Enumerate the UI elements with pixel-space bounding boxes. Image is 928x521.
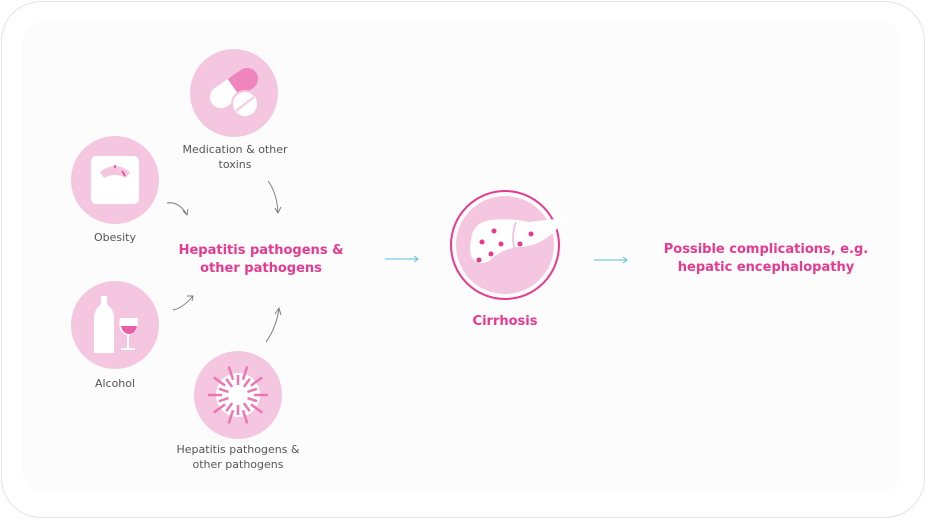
virus-spike (227, 409, 235, 424)
pills-icon (190, 49, 278, 137)
scale-icon (71, 136, 159, 224)
virus-spike (247, 396, 258, 403)
virus-spike (227, 366, 235, 381)
virus-spike (225, 402, 234, 412)
cause-label-alcohol: Alcohol (94, 377, 136, 390)
virus-spike (212, 376, 226, 387)
cause-label-medication: Medication & other toxins (182, 143, 288, 171)
center-label: Hepatitis pathogens & other pathogens (178, 243, 344, 276)
virus-spike (242, 378, 251, 388)
virus-spike (225, 378, 234, 388)
flow-arrows (385, 255, 628, 264)
virus-spike (241, 366, 249, 381)
liver-icon (450, 190, 565, 300)
virus-spike (250, 403, 264, 414)
virus-spike (218, 396, 229, 403)
wine-bottle-glass-icon (71, 281, 159, 369)
virus-spike (218, 387, 229, 394)
virus-icon (194, 351, 282, 439)
cause-arrows (166, 180, 282, 343)
virus-spike (250, 376, 264, 387)
cause-label-obesity: Obesity (93, 231, 137, 244)
virus-spike (247, 387, 258, 394)
cirrhosis-label: Cirrhosis (472, 314, 538, 329)
virus-spike (242, 402, 251, 412)
virus-spike (241, 409, 249, 424)
virus-spike (212, 403, 226, 414)
outcome-label: Possible complications, e.g. hepatic enc… (663, 242, 869, 275)
cause-label-hepatitis: Hepatitis pathogens & other pathogens (176, 443, 300, 471)
